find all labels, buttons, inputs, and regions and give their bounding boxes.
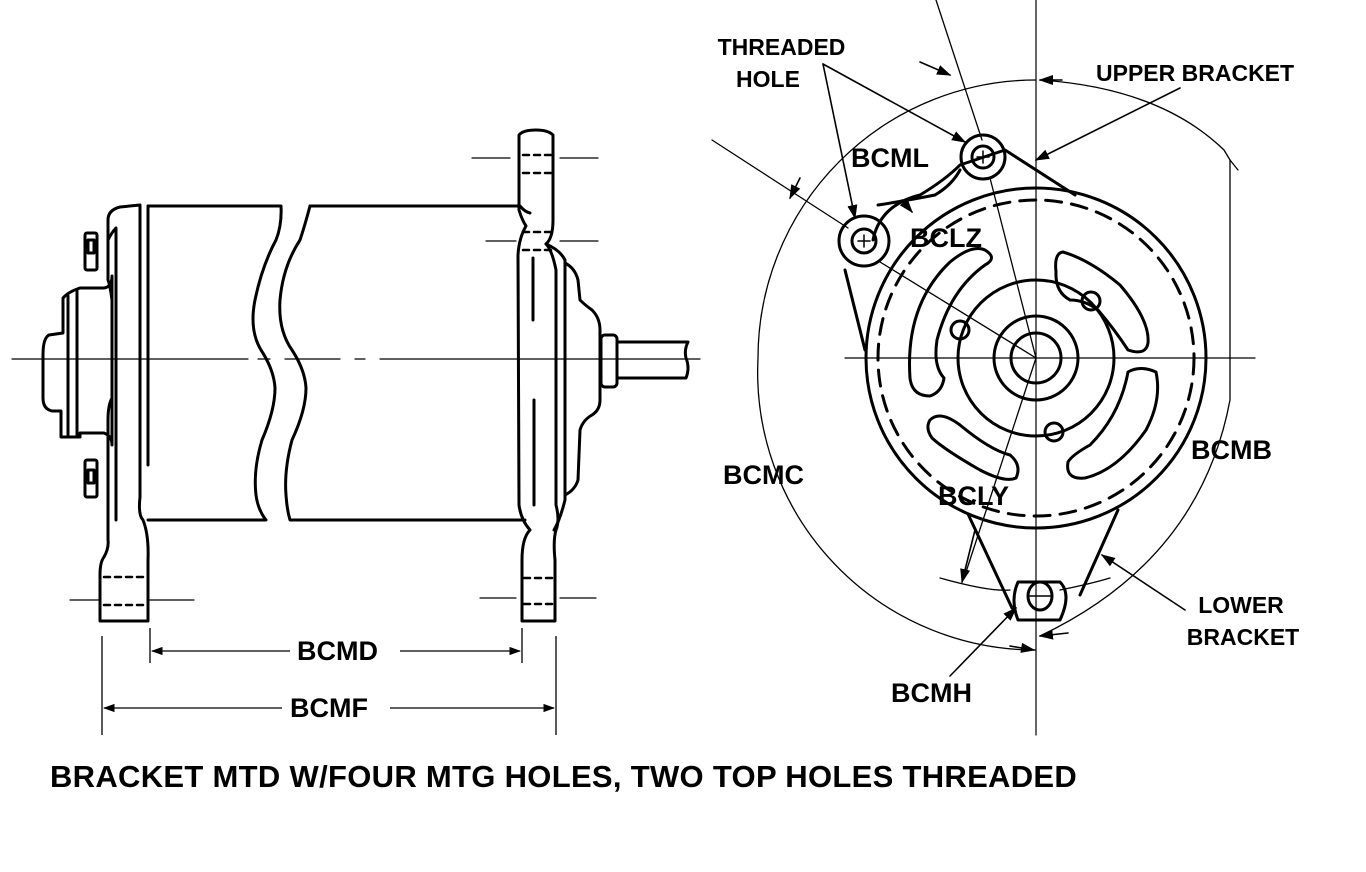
bcmc-arrow-top: [789, 177, 801, 200]
front-lower-hole: [522, 576, 555, 606]
vent-slot-lower-left: [926, 414, 1020, 481]
end-view: [711, 0, 1256, 736]
housing-outer: [864, 186, 1208, 530]
vent-slot-upper-right: [1054, 250, 1150, 354]
bcmc-arrow-bottom: [1009, 642, 1036, 653]
threaded-hole-leader-left: [822, 63, 858, 220]
bearing-ring: [992, 314, 1080, 402]
upper-threaded-hole: [959, 133, 1007, 181]
rear-bracket: [98, 203, 150, 623]
hub-ring: [956, 278, 1116, 438]
upper-bracket-label: UPPER BRACKET: [1096, 60, 1295, 86]
bclz-label: BCLZ: [910, 223, 982, 253]
end-centerlines: [844, 0, 1256, 736]
bcml-arrow: [919, 61, 952, 76]
lower-bracket-leader: [1100, 554, 1186, 611]
side-dimensions: [101, 628, 557, 735]
end-dimension-lines: [711, 0, 1111, 591]
threaded-hole-leader-upper: [822, 63, 967, 143]
lower-bracket-line2: BRACKET: [1186, 624, 1300, 650]
bcml-label: BCML: [851, 143, 929, 173]
rear-cap: [41, 274, 114, 447]
threaded-hole-label: THREADED HOLE: [704, 36, 859, 91]
hub-hole-2: [1080, 290, 1102, 312]
threaded-hole-line2: HOLE: [736, 66, 800, 92]
hub-hole-3: [1043, 421, 1065, 443]
lower-bracket-line1: LOWER: [1198, 592, 1284, 618]
front-bracket: [516, 128, 567, 623]
rear-bolt-lower: [83, 458, 99, 499]
bcmf-label: BCMF: [290, 693, 368, 723]
upper-bracket-leader: [1034, 87, 1181, 161]
bcly-arrow: [960, 529, 976, 584]
housing: [146, 204, 532, 522]
bcmh-leader: [949, 606, 1018, 677]
callout-leaders: [789, 61, 1186, 677]
bclz-arrow: [899, 198, 913, 214]
bolt-circle: [876, 198, 1196, 518]
lower-bracket-label: LOWER BRACKET: [1176, 594, 1310, 649]
bcmb-arrow-bottom: [1038, 629, 1069, 640]
reference-arcs: [756, 79, 1239, 651]
front-upper-hole: [521, 153, 553, 252]
rear-foot-hole: [102, 575, 148, 607]
bcmd-label: BCMD: [297, 636, 378, 666]
shaft-bore: [1009, 331, 1063, 385]
bcmb-label: BCMB: [1191, 435, 1272, 465]
rear-bolt-upper: [83, 231, 99, 272]
threaded-hole-line1: THREADED: [717, 34, 846, 60]
vent-slot-lower-right: [1066, 367, 1160, 480]
side-view: [11, 128, 701, 623]
front-cover: [563, 261, 690, 497]
bcly-label: BCLY: [938, 481, 1010, 511]
drawing-caption: BRACKET MTD W/FOUR MTG HOLES, TWO TOP HO…: [50, 759, 1078, 794]
front-hole-centerlines: [471, 157, 599, 599]
hub-hole-1: [949, 319, 971, 341]
left-threaded-hole: [837, 214, 891, 268]
bcmh-label: BCMH: [891, 678, 972, 708]
vent-slot-upper-left: [908, 247, 993, 398]
bcmc-label: BCMC: [723, 460, 804, 490]
